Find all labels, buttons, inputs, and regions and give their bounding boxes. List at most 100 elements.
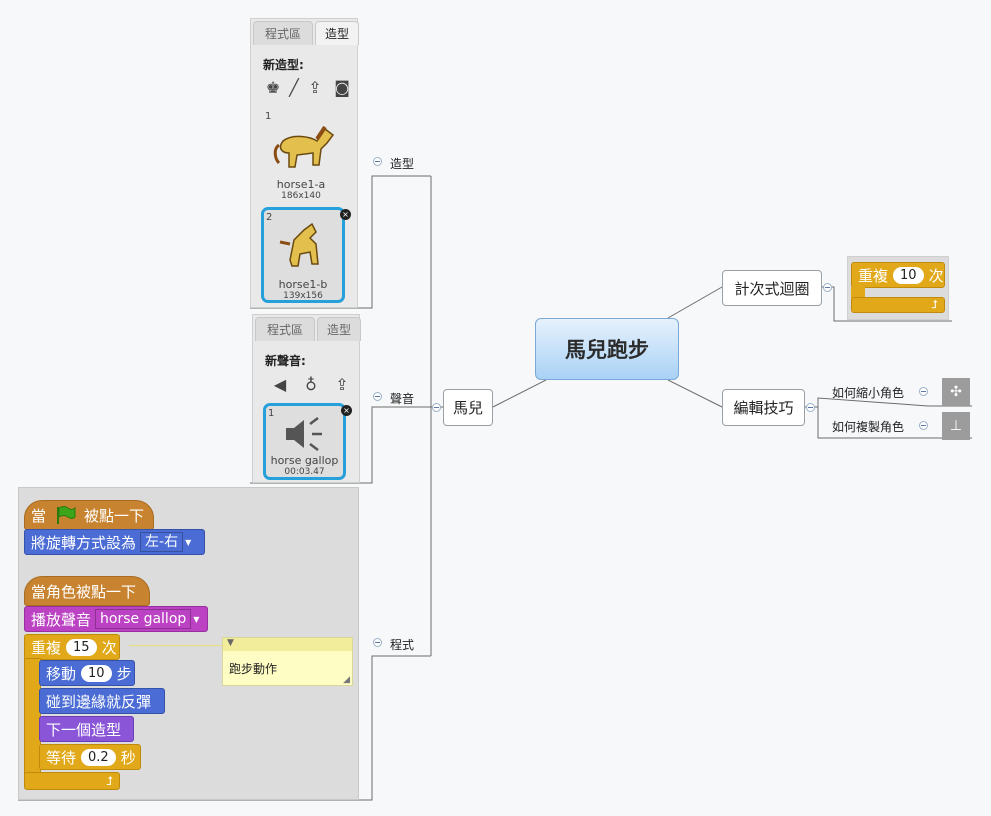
- collapse-toggle[interactable]: [806, 403, 815, 412]
- costume-size: 139x156: [283, 291, 323, 301]
- horse-image: [273, 125, 335, 168]
- costume-panel: 程式區 造型 新造型: ♚ ╱ ⇪ ◙ 1 horse1-a 186x140 2…: [250, 18, 359, 308]
- collapse-toggle[interactable]: [919, 387, 928, 396]
- sprite-library-icon[interactable]: ♚: [265, 77, 281, 97]
- wait-seconds-block[interactable]: 等待 0.2 秒: [39, 744, 141, 770]
- tab-costumes[interactable]: 造型: [315, 21, 359, 45]
- block-label: 步: [116, 664, 132, 683]
- costume-size: 186x140: [281, 191, 321, 201]
- delete-costume-icon[interactable]: ×: [340, 209, 351, 220]
- sound-dropdown[interactable]: horse gallop: [95, 609, 192, 629]
- resize-handle-icon[interactable]: ◢: [343, 675, 350, 685]
- tab-costumes-label: 造型: [324, 27, 349, 41]
- delete-sound-icon[interactable]: ×: [341, 405, 352, 416]
- costume-name: horse1-a: [276, 178, 326, 191]
- repeat-footer: ⮥: [851, 297, 945, 313]
- branch-label-script[interactable]: 程式: [390, 638, 415, 652]
- node-counted-loop[interactable]: 計次式迴圈: [722, 270, 822, 306]
- tip-shrink-sprite[interactable]: 如何縮小角色: [832, 386, 905, 400]
- block-label: 當角色被點一下: [31, 582, 137, 601]
- new-costume-title: 新造型:: [263, 58, 304, 72]
- shrink-icon: ✣: [942, 378, 970, 406]
- sound-panel: 程式區 造型 新聲音: ◀ ♁ ⇪ 1 horse gallop 00:03.4…: [252, 314, 361, 483]
- next-costume-block[interactable]: 下一個造型: [39, 716, 134, 742]
- repeat-footer: ⮥: [24, 772, 120, 790]
- collapse-arrow-icon[interactable]: ▼: [227, 638, 234, 648]
- loop-arrow-icon: ⮥: [105, 773, 113, 788]
- speaker-icon[interactable]: ◀: [273, 374, 287, 394]
- collapse-toggle[interactable]: [823, 283, 832, 292]
- tab-costumes[interactable]: 造型: [317, 317, 361, 341]
- collapse-toggle[interactable]: [373, 392, 382, 401]
- tab-costumes-label: 造型: [326, 323, 351, 337]
- wait-seconds-input[interactable]: 0.2: [81, 748, 116, 766]
- sound-duration: 00:03.47: [284, 467, 325, 477]
- branch-label-costume[interactable]: 造型: [390, 157, 415, 171]
- block-label: 次: [928, 266, 944, 285]
- paint-brush-icon[interactable]: ╱: [289, 77, 299, 97]
- block-label: 等待: [46, 748, 77, 767]
- steps-input[interactable]: 10: [81, 664, 112, 682]
- branch-label-sound[interactable]: 聲音: [390, 392, 415, 406]
- when-sprite-clicked-block[interactable]: 當角色被點一下: [24, 576, 150, 606]
- collapse-toggle[interactable]: [373, 157, 382, 166]
- tip-duplicate-sprite[interactable]: 如何複製角色: [832, 420, 905, 434]
- collapse-toggle[interactable]: [432, 403, 441, 412]
- block-label: 當: [31, 506, 47, 525]
- comment-header: ▼: [223, 638, 352, 651]
- costume-item-1[interactable]: 1 horse1-a 186x140: [261, 109, 341, 204]
- block-label: 重複: [31, 638, 62, 657]
- chevron-down-icon: ▼: [193, 614, 200, 624]
- when-flag-clicked-block[interactable]: 當 被點一下: [24, 500, 154, 530]
- horse-image: [279, 222, 319, 267]
- green-flag-icon: [57, 506, 76, 524]
- costume-name: horse1-b: [278, 278, 328, 291]
- sound-name: horse gallop: [270, 454, 339, 467]
- block-label: 被點一下: [84, 506, 145, 525]
- script-area: 當 被點一下 將旋轉方式設為 左-右 ▼ 當角色被點一下 播放聲音 horse …: [18, 487, 359, 800]
- comment-link: [129, 645, 223, 646]
- upload-icon[interactable]: ⇪: [308, 77, 322, 97]
- costume-index: 1: [265, 111, 272, 122]
- tab-scripts-label: 程式區: [266, 323, 303, 337]
- loop-arrow-icon: ⮥: [931, 298, 939, 311]
- node-horse[interactable]: 馬兒: [443, 389, 493, 426]
- move-steps-block[interactable]: 移動 10 步: [39, 660, 135, 686]
- upload-icon[interactable]: ⇪: [335, 374, 349, 394]
- chevron-down-icon: ▼: [185, 537, 192, 547]
- speaker-icon: [286, 417, 322, 451]
- repeat-count-input[interactable]: 10: [893, 266, 924, 284]
- rotation-style-dropdown[interactable]: 左-右: [140, 532, 184, 552]
- block-label: 碰到邊緣就反彈: [46, 692, 152, 711]
- script-comment[interactable]: ▼ 跑步動作 ◢: [222, 637, 353, 686]
- repeat-block[interactable]: 重複 10 次: [851, 262, 945, 288]
- repeat-block[interactable]: 重複 15 次 ⮥ 移動 10 步 碰到邊緣就反彈 下一個造型 等待 0.2 秒: [24, 634, 165, 790]
- costume-index: 2: [266, 212, 273, 223]
- central-topic[interactable]: 馬兒跑步: [535, 318, 679, 380]
- play-sound-block[interactable]: 播放聲音 horse gallop ▼: [24, 606, 208, 632]
- set-rotation-style-block[interactable]: 將旋轉方式設為 左-右 ▼: [24, 529, 205, 555]
- repeat-header: 重複 15 次: [24, 634, 120, 660]
- block-label: 下一個造型: [46, 720, 122, 739]
- node-editing-tips[interactable]: 編輯技巧: [722, 389, 805, 426]
- block-label: 將旋轉方式設為: [31, 533, 137, 552]
- costume-item-2[interactable]: 2 horse1-b 139x156 ×: [261, 207, 351, 303]
- tab-scripts[interactable]: 程式區: [253, 21, 313, 45]
- block-label: 秒: [120, 748, 136, 767]
- collapse-toggle[interactable]: [919, 421, 928, 430]
- tab-scripts-label: 程式區: [264, 27, 301, 41]
- sound-item-1[interactable]: 1 horse gallop 00:03.47 ×: [263, 403, 352, 480]
- loop-block-image: 重複 10 次 ⮥: [847, 256, 949, 320]
- collapse-toggle[interactable]: [373, 638, 382, 647]
- comment-text: 跑步動作: [229, 662, 278, 676]
- camera-icon[interactable]: ◙: [334, 77, 350, 97]
- stamp-icon: ⊥: [942, 412, 970, 440]
- tab-scripts[interactable]: 程式區: [255, 317, 315, 341]
- repeat-count-input[interactable]: 15: [66, 638, 97, 656]
- microphone-icon[interactable]: ♁: [305, 374, 317, 394]
- block-label: 重複: [858, 266, 889, 285]
- block-label: 次: [101, 638, 117, 657]
- block-label: 移動: [46, 664, 77, 683]
- bounce-on-edge-block[interactable]: 碰到邊緣就反彈: [39, 688, 165, 714]
